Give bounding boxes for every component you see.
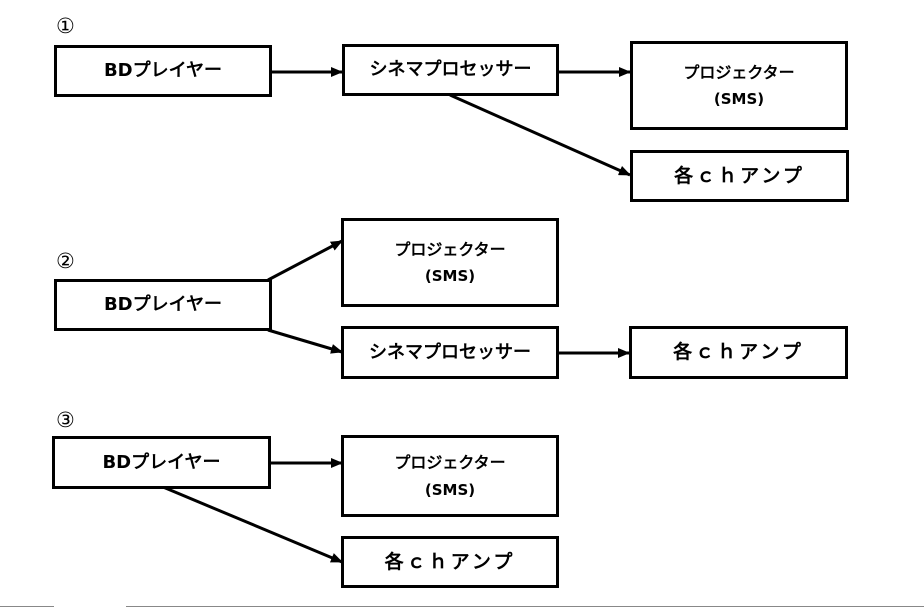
d2-bd-player-label: BDプレイヤー [103,294,223,316]
d2-projector-sub-label: (SMS) [424,267,476,286]
d2-amp-label: 各ｃｈアンプ [673,341,804,364]
d2-amp-box: 各ｃｈアンプ [629,326,848,379]
diagram-3-marker: ③ [56,408,75,432]
d2-bd-player-box: BDプレイヤー [54,279,272,331]
bottom-divider-right [126,606,924,607]
d2-projector-label: プロジェクター [394,239,506,259]
arrow-d2-bd-to-projector [267,239,343,282]
d2-cinema-processor-box: シネマプロセッサー [341,326,559,379]
bottom-divider-left [0,606,54,607]
d1-projector-sub-label: (SMS) [713,90,765,109]
d3-projector-box: プロジェクター (SMS) [341,435,559,517]
d1-cinema-processor-box: シネマプロセッサー [342,44,559,96]
arrow-d1-cinema-to-amp [449,93,631,177]
d3-amp-box: 各ｃｈアンプ [341,536,559,588]
d2-projector-box: プロジェクター (SMS) [341,218,559,307]
diagram-2-marker: ② [56,249,75,273]
arrow-d2-bd-to-cinema [267,328,343,354]
diagram-1-marker: ① [56,14,75,38]
d1-bd-player-label: BDプレイヤー [103,60,223,82]
d1-projector-label: プロジェクター [683,62,795,82]
d2-cinema-processor-label: シネマプロセッサー [369,341,531,363]
d3-amp-label: 各ｃｈアンプ [384,550,516,573]
d1-amp-label: 各ｃｈアンプ [674,164,805,187]
d3-projector-sub-label: (SMS) [424,480,476,499]
d1-projector-box: プロジェクター (SMS) [630,41,848,130]
d1-amp-box: 各ｃｈアンプ [630,150,849,202]
arrow-d3-bd-to-amp [162,485,343,564]
d3-bd-player-label: BDプレイヤー [102,451,221,473]
d1-bd-player-box: BDプレイヤー [54,45,272,97]
d3-projector-label: プロジェクター [394,453,506,473]
d1-cinema-processor-label: シネマプロセッサー [369,59,532,81]
d3-bd-player-box: BDプレイヤー [52,436,271,489]
